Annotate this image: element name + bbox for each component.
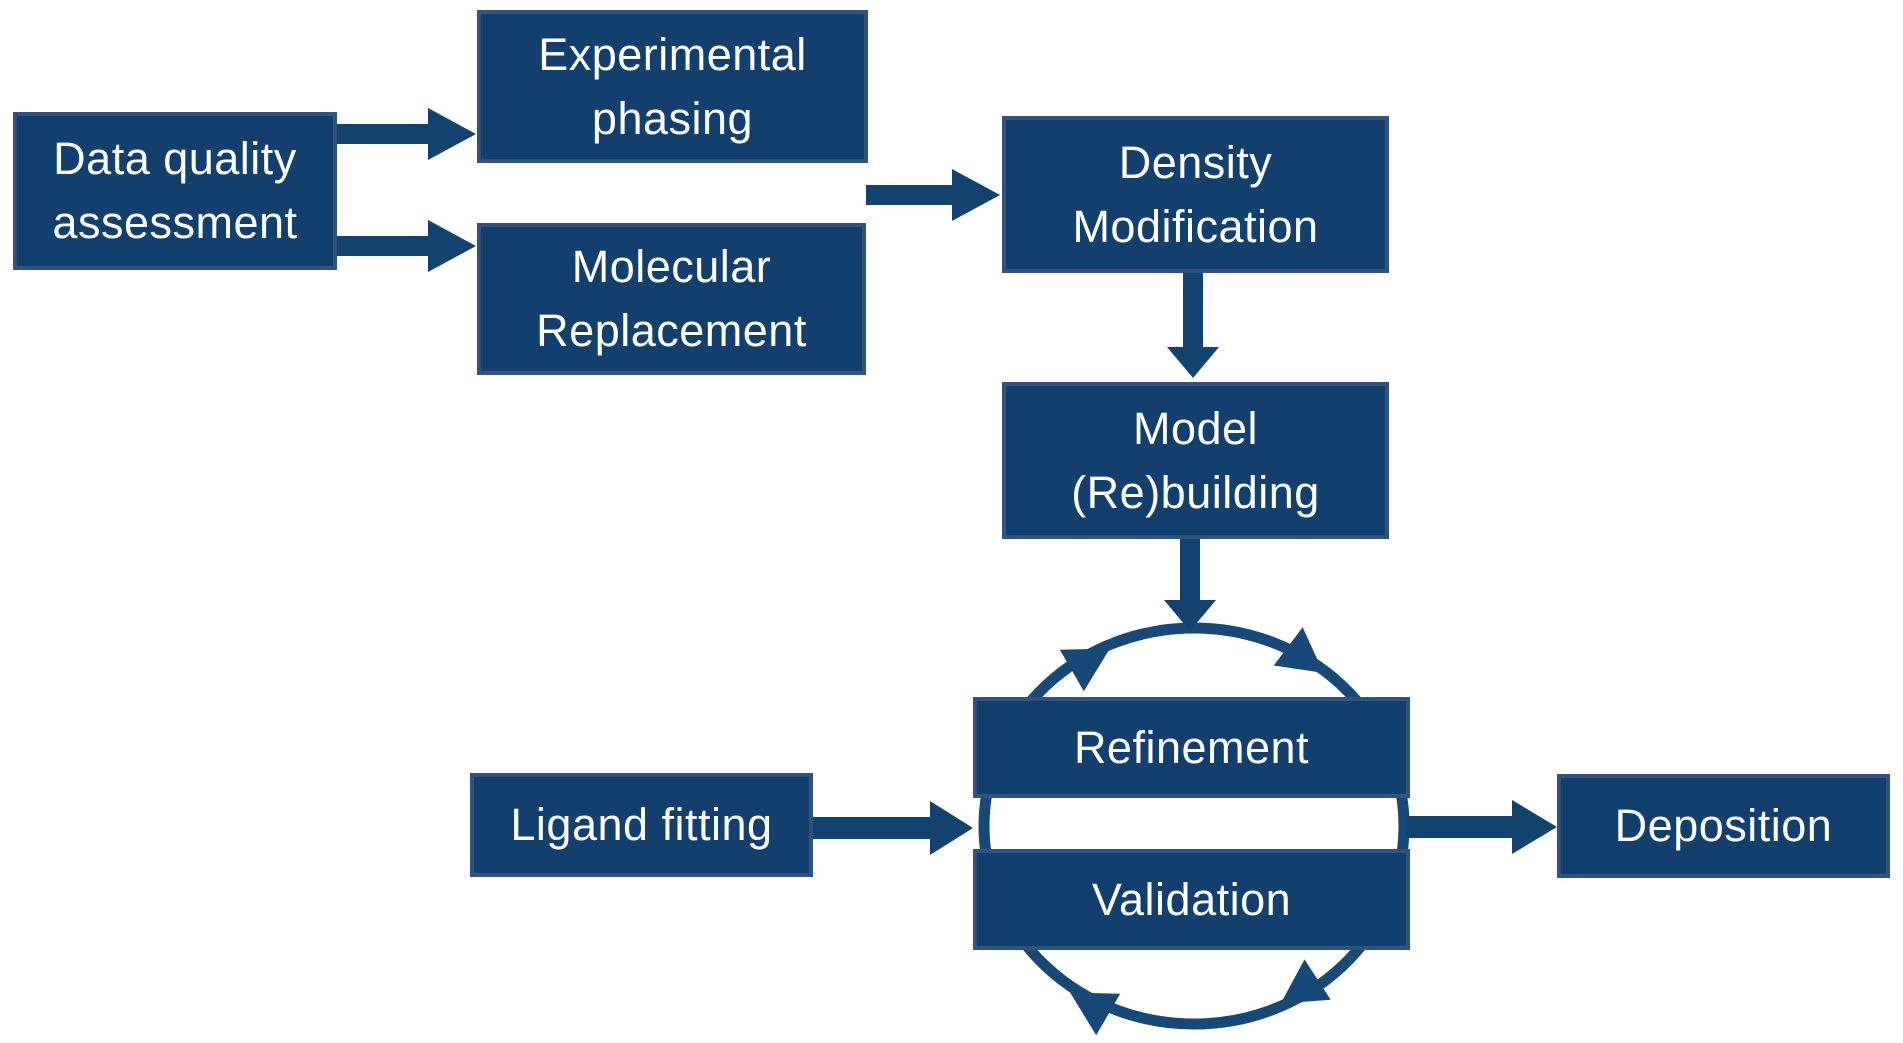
refinement-validation-cycle-circle (978, 622, 1410, 1030)
node-molecular-replacement: Molecular Replacement (477, 223, 866, 375)
cycle-arrowhead-bottom-right-icon (1280, 959, 1331, 1004)
node-validation: Validation (973, 849, 1410, 950)
node-ligand-fitting-label: Ligand fitting (510, 799, 773, 851)
node-validation-label: Validation (1091, 873, 1292, 925)
node-model-rebuilding: Model (Re)building (1002, 382, 1389, 539)
cycle-arrowhead-bottom-left-icon (1070, 992, 1121, 1036)
arrow-cycle-to-deposition (1406, 800, 1557, 854)
node-data-quality-assessment-label: Data quality assessment (52, 133, 298, 248)
node-experimental-phasing: Experimental phasing (477, 10, 868, 163)
node-deposition: Deposition (1557, 774, 1890, 878)
node-ligand-fitting: Ligand fitting (470, 773, 813, 877)
cycle-arrowhead-top-left-icon (1059, 648, 1110, 692)
node-density-modification-label: Density Modification (1072, 136, 1319, 252)
arrow-density-modification-to-model-rebuilding (1167, 273, 1219, 378)
arrow-phasing-to-density-modification (866, 169, 1000, 221)
node-refinement-label: Refinement (1073, 721, 1310, 773)
arrow-dqa-to-molecular-replacement (337, 220, 476, 272)
node-model-rebuilding-label: Model (Re)building (1071, 402, 1320, 518)
arrow-model-rebuilding-to-cycle (1164, 539, 1216, 631)
node-experimental-phasing-label: Experimental phasing (538, 28, 807, 144)
node-data-quality-assessment: Data quality assessment (13, 112, 337, 270)
arrow-dqa-to-experimental-phasing (337, 108, 476, 160)
node-density-modification: Density Modification (1002, 116, 1389, 273)
node-refinement: Refinement (973, 697, 1410, 798)
cycle-arrowhead-top-right-icon (1273, 627, 1324, 673)
node-molecular-replacement-label: Molecular Replacement (536, 241, 807, 356)
arrow-ligand-fitting-to-cycle (813, 801, 973, 855)
node-deposition-label: Deposition (1614, 800, 1833, 852)
